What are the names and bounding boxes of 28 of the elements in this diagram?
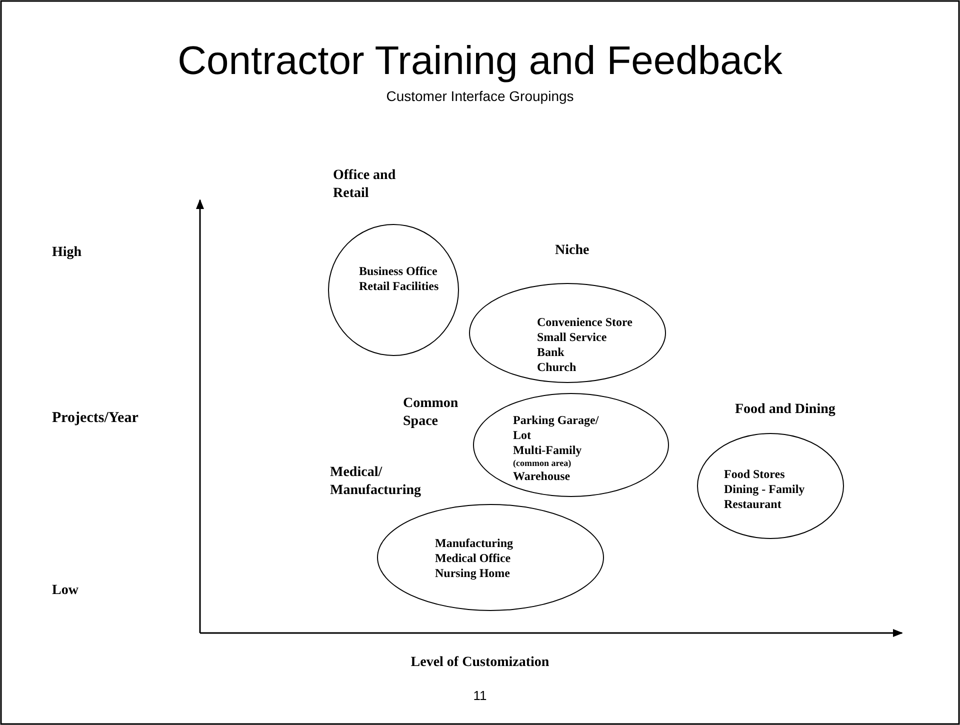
- title: Contractor Training and Feedback: [176, 38, 784, 84]
- item-text: Convenience Store: [537, 315, 632, 330]
- item-text: Restaurant: [724, 497, 782, 512]
- item-text: Parking Garage/ Lot: [513, 413, 600, 443]
- page-number: 11: [472, 688, 488, 703]
- group-heading: Medical/ Manufacturing: [330, 464, 422, 500]
- item-text: Retail Facilities: [359, 279, 439, 294]
- item-text: Manufacturing: [435, 536, 513, 551]
- subtitle: Customer Interface Groupings: [385, 88, 575, 104]
- group-heading: Niche: [555, 242, 590, 260]
- group-heading: Food and Dining: [735, 401, 836, 419]
- axis-tick-label: High: [52, 244, 82, 262]
- item-text: Small Service: [537, 330, 608, 345]
- item-text: Church: [537, 360, 578, 375]
- item-text: (common area): [513, 458, 572, 469]
- item-text: Warehouse: [513, 469, 572, 484]
- item-text: Multi-Family: [513, 443, 583, 458]
- item-text: Food Stores: [724, 467, 786, 482]
- group-heading: Common Space: [403, 395, 460, 431]
- axis-tick-label: Low: [52, 582, 78, 600]
- item-text: Bank: [537, 345, 566, 360]
- group-heading: Office and Retail: [333, 167, 397, 203]
- axis-title: Level of Customization: [410, 654, 550, 672]
- item-text: Business Office: [359, 264, 438, 279]
- item-text: Medical Office: [435, 551, 512, 566]
- item-text: Nursing Home: [435, 566, 511, 581]
- axis-title: Projects/Year: [52, 409, 138, 427]
- item-text: Dining - Family: [724, 482, 805, 497]
